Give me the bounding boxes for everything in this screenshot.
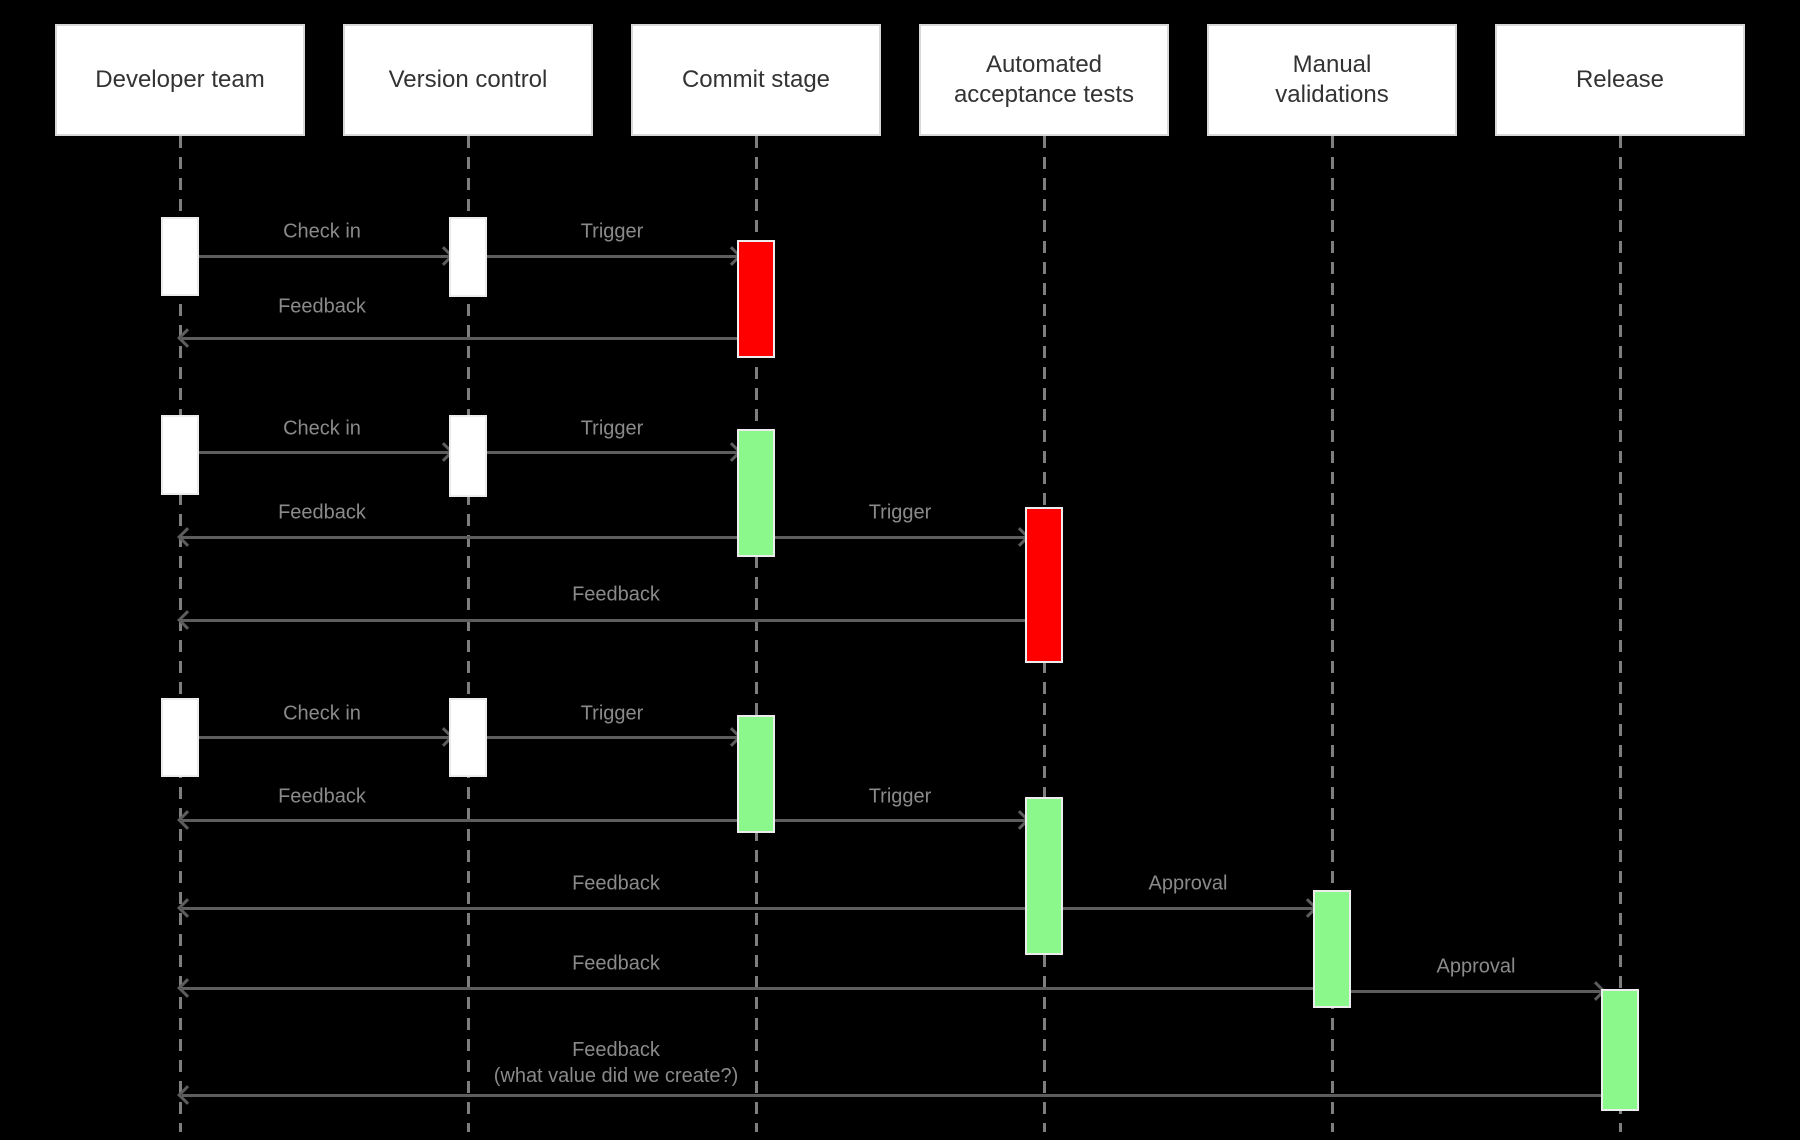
message-label-feedback: Feedback (278, 295, 366, 318)
lifeline-version-control (467, 136, 470, 1132)
arrow-check-in-3 (199, 727, 454, 747)
lifeline-commit-stage (755, 136, 758, 1132)
arrow-feedback-1 (177, 328, 737, 348)
message-label-trigger: Trigger (580, 702, 644, 725)
activation-bar-release (1601, 989, 1639, 1111)
arrow-feedback-3 (177, 610, 1025, 630)
message-label-feedback-final-line1: Feedback (572, 1039, 660, 1061)
activation-bar-developer-team-2 (161, 415, 199, 495)
arrow-trigger-4 (487, 727, 742, 747)
arrow-trigger-5 (775, 810, 1030, 830)
participant-label: Developer team (95, 66, 265, 93)
participant-box-commit-stage: Commit stage (631, 24, 881, 136)
message-label-trigger: Trigger (580, 417, 644, 440)
arrow-approval-1 (1063, 898, 1318, 918)
activation-bar-version-control-3 (449, 698, 487, 777)
message-label-check-in: Check in (283, 702, 361, 725)
participant-box-manual-validations: Manual validations (1207, 24, 1457, 136)
arrow-check-in-2 (199, 442, 454, 462)
arrow-feedback-4 (177, 810, 737, 830)
message-label-trigger: Trigger (868, 785, 932, 808)
activation-bar-commit-stage-1 (737, 240, 775, 358)
activation-bar-manual-validations (1313, 890, 1351, 1008)
activation-bar-version-control-1 (449, 217, 487, 297)
message-label-feedback: Feedback (572, 583, 660, 606)
arrow-feedback-5 (177, 898, 1025, 918)
participant-label: Automated acceptance tests (953, 51, 1135, 108)
activation-bar-version-control-2 (449, 415, 487, 497)
message-label-check-in: Check in (283, 417, 361, 440)
activation-bar-commit-stage-3 (737, 715, 775, 833)
participant-box-automated-acceptance-tests: Automated acceptance tests (919, 24, 1169, 136)
message-label-feedback: Feedback (572, 872, 660, 895)
message-label-check-in: Check in (283, 220, 361, 243)
message-label-trigger: Trigger (868, 501, 932, 524)
participant-box-developer-team: Developer team (55, 24, 305, 136)
message-label-feedback: Feedback (278, 501, 366, 524)
arrow-trigger-1 (487, 246, 742, 266)
activation-bar-commit-stage-2 (737, 429, 775, 557)
lifeline-release (1619, 136, 1622, 1132)
activation-bar-automated-acceptance-tests-1 (1025, 507, 1063, 663)
message-label-feedback-final: Feedback (what value did we create?) (494, 1037, 739, 1089)
message-label-trigger: Trigger (580, 220, 644, 243)
lifeline-developer-team (179, 136, 182, 1132)
participant-box-release: Release (1495, 24, 1745, 136)
arrow-feedback-2 (177, 527, 737, 547)
participant-label: Commit stage (681, 66, 831, 93)
lifeline-manual-validations (1331, 136, 1334, 1132)
activation-bar-developer-team-3 (161, 698, 199, 777)
message-label-approval: Approval (1148, 872, 1228, 895)
activation-bar-developer-team-1 (161, 217, 199, 296)
message-label-feedback-final-line2: (what value did we create?) (493, 1065, 739, 1087)
participant-label: Manual validations (1275, 51, 1389, 108)
message-label-feedback: Feedback (572, 952, 660, 975)
arrow-feedback-7 (177, 1085, 1601, 1105)
arrow-trigger-3 (775, 527, 1030, 547)
participant-label: Version control (388, 66, 548, 93)
arrow-feedback-6 (177, 978, 1313, 998)
message-label-feedback: Feedback (278, 785, 366, 808)
arrow-trigger-2 (487, 442, 742, 462)
arrow-check-in-1 (199, 246, 454, 266)
activation-bar-automated-acceptance-tests-2 (1025, 797, 1063, 955)
arrow-approval-2 (1351, 981, 1606, 1001)
participant-label: Release (1575, 66, 1665, 93)
message-label-approval: Approval (1436, 955, 1516, 978)
participant-box-version-control: Version control (343, 24, 593, 136)
